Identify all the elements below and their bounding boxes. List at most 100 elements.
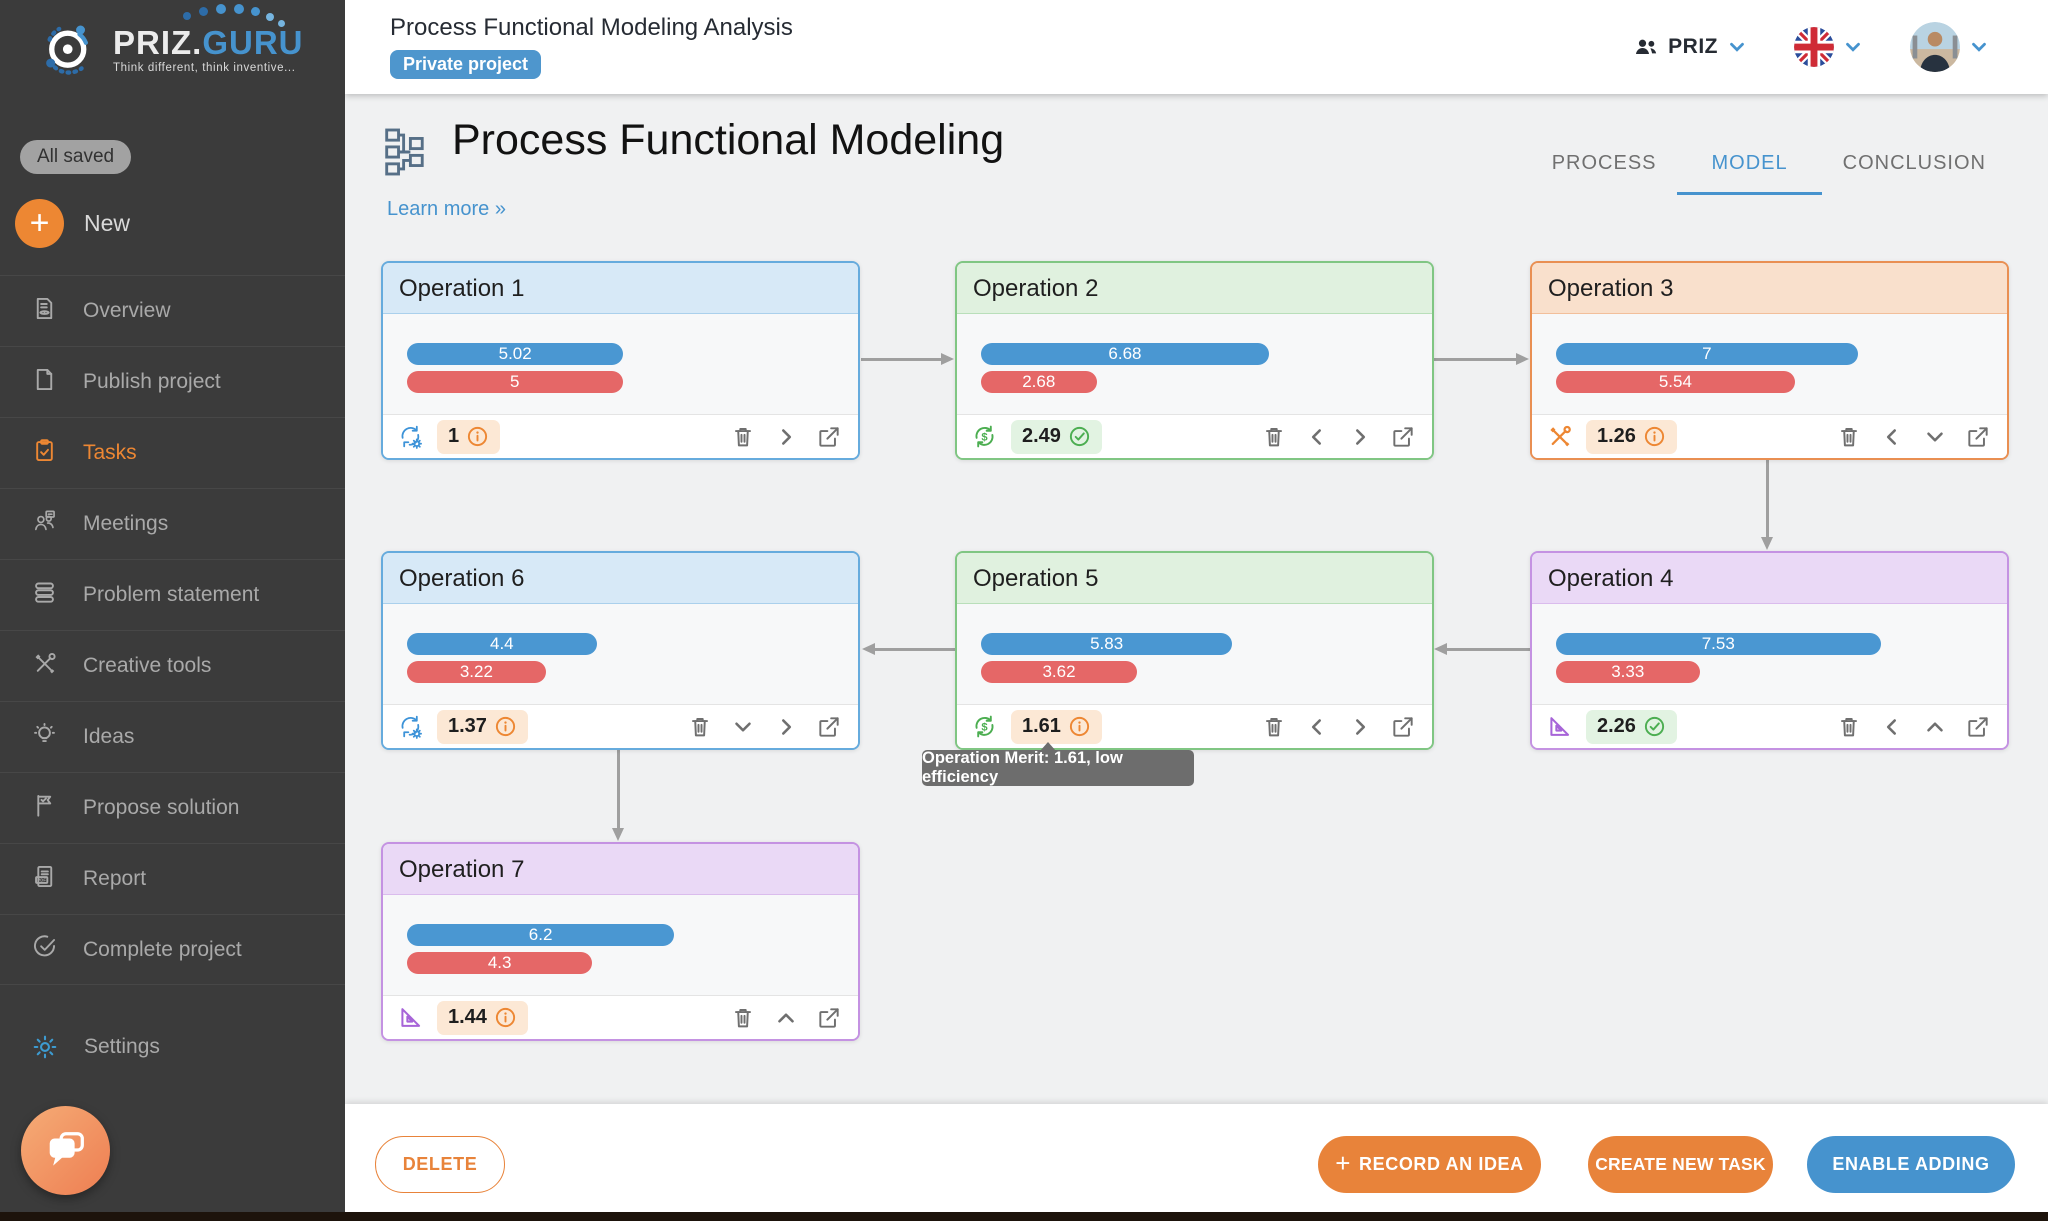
- sidebar-item-settings[interactable]: Settings: [0, 1012, 345, 1082]
- open-icon[interactable]: [1965, 714, 1991, 740]
- merit-tooltip: Operation Merit: 1.61, low efficiency: [922, 742, 1194, 786]
- sidebar-item-label: Propose solution: [83, 796, 240, 819]
- operation-title: Operation 2: [973, 274, 1099, 302]
- merit-badge[interactable]: 2.26: [1586, 709, 1677, 744]
- open-icon[interactable]: [1390, 424, 1416, 450]
- connector-op6-op7: [612, 748, 624, 841]
- sidebar-item-creative-tools[interactable]: Creative tools: [0, 630, 345, 701]
- create-task-button[interactable]: CREATE NEW TASK: [1588, 1136, 1773, 1193]
- chat-button[interactable]: [21, 1106, 110, 1195]
- chevron-down-icon[interactable]: [730, 714, 756, 740]
- chevron-right-icon[interactable]: [773, 424, 799, 450]
- operation-card-header: Operation 7: [383, 844, 858, 895]
- function-value-label: 6.68: [1108, 344, 1142, 363]
- open-icon[interactable]: [1390, 714, 1416, 740]
- sidebar-item-problem-statement[interactable]: Problem statement: [0, 559, 345, 630]
- operation-card-5[interactable]: Operation 5 5.83 3.62 $ 1.61: [955, 551, 1434, 750]
- chevron-left-icon[interactable]: [1304, 424, 1330, 450]
- tab-conclusion[interactable]: CONCLUSION: [1842, 152, 1986, 174]
- merit-badge[interactable]: 2.49: [1011, 419, 1102, 454]
- chevron-right-icon[interactable]: [1347, 424, 1373, 450]
- tab-process[interactable]: PROCESS: [1551, 152, 1657, 174]
- sidebar-item-meetings[interactable]: Meetings: [0, 488, 345, 559]
- sidebar-item-tasks[interactable]: Tasks: [0, 417, 345, 488]
- operation-card-3[interactable]: Operation 3 7 5.54 1.26: [1530, 261, 2009, 460]
- providing-operation-icon: [397, 423, 424, 450]
- merit-badge[interactable]: 1.26: [1586, 419, 1677, 454]
- cost-value-bar: 3.22: [407, 661, 546, 683]
- merit-badge[interactable]: 1.37: [437, 709, 528, 744]
- operation-card-7[interactable]: Operation 7 6.2 4.3 1.44: [381, 842, 860, 1041]
- user-menu[interactable]: [1910, 22, 1990, 72]
- function-value-bar: 4.4: [407, 633, 597, 655]
- learn-more-link[interactable]: Learn more »: [387, 198, 506, 220]
- open-icon[interactable]: [816, 714, 842, 740]
- chevron-up-icon[interactable]: [773, 1005, 799, 1031]
- delete-icon[interactable]: [730, 424, 756, 450]
- operation-card-6[interactable]: Operation 6 4.4 3.22 1.37: [381, 551, 860, 750]
- tab-model[interactable]: MODEL: [1677, 152, 1823, 195]
- record-idea-button[interactable]: + RECORD AN IDEA: [1318, 1136, 1541, 1193]
- open-icon[interactable]: [816, 424, 842, 450]
- new-button[interactable]: + New: [15, 199, 130, 248]
- merit-value: 1: [448, 425, 460, 447]
- chevron-right-icon[interactable]: [1347, 714, 1373, 740]
- enable-adding-button[interactable]: ENABLE ADDING: [1807, 1136, 2015, 1193]
- operation-card-2[interactable]: Operation 2 6.68 2.68 $ 2.49: [955, 261, 1434, 460]
- info-icon: [466, 425, 489, 448]
- operation-card-header: Operation 2: [957, 263, 1432, 314]
- info-icon: [1068, 715, 1091, 738]
- productive-operation-icon: $: [971, 713, 998, 740]
- delete-icon[interactable]: [687, 714, 713, 740]
- window-bottom-edge: [0, 1212, 2048, 1221]
- brand-logo[interactable]: PRIZ.GURU Think different, think inventi…: [0, 0, 345, 82]
- sidebar-item-complete-project[interactable]: Complete project: [0, 914, 345, 985]
- chevron-right-icon[interactable]: [773, 714, 799, 740]
- operation-card-4[interactable]: Operation 4 7.53 3.33 2.26: [1530, 551, 2009, 750]
- meetings-icon: [31, 508, 58, 541]
- delete-icon[interactable]: [730, 1005, 756, 1031]
- cost-value-bar: 5.54: [1556, 371, 1795, 393]
- delete-button[interactable]: DELETE: [375, 1136, 505, 1193]
- sidebar-item-overview[interactable]: Overview: [0, 275, 345, 346]
- cost-value-label: 3.62: [1042, 662, 1076, 681]
- cost-value-bar: 5: [407, 371, 623, 393]
- merit-badge[interactable]: 1.44: [437, 1000, 528, 1035]
- delete-icon[interactable]: [1836, 714, 1862, 740]
- metrology-operation-icon: [397, 1004, 424, 1031]
- chevron-left-icon[interactable]: [1879, 714, 1905, 740]
- chevron-up-icon[interactable]: [1922, 714, 1948, 740]
- complete-project-icon: [31, 933, 58, 966]
- chevron-down-icon[interactable]: [1922, 424, 1948, 450]
- project-title: Process Functional Modeling Analysis: [390, 14, 793, 41]
- chevron-left-icon[interactable]: [1304, 714, 1330, 740]
- open-icon[interactable]: [1965, 424, 1991, 450]
- merit-badge[interactable]: 1: [437, 419, 501, 454]
- delete-icon[interactable]: [1261, 424, 1287, 450]
- function-value-label: 5.02: [498, 344, 532, 363]
- chevron-left-icon[interactable]: [1879, 424, 1905, 450]
- function-value-bar: 7.53: [1556, 633, 1881, 655]
- merit-badge[interactable]: 1.61: [1011, 709, 1102, 744]
- plus-icon[interactable]: +: [15, 199, 64, 248]
- team-menu[interactable]: PRIZ: [1632, 33, 1748, 61]
- sidebar-item-publish-project[interactable]: Publish project: [0, 346, 345, 417]
- delete-icon[interactable]: [1836, 424, 1862, 450]
- sidebar-item-ideas[interactable]: Ideas: [0, 701, 345, 772]
- publish-icon: [31, 366, 58, 399]
- operation-title: Operation 4: [1548, 564, 1674, 592]
- sidebar-item-label: Creative tools: [83, 654, 212, 677]
- delete-icon[interactable]: [1261, 714, 1287, 740]
- settings-label: Settings: [84, 1035, 160, 1058]
- merit-value: 1.44: [448, 1006, 487, 1028]
- language-menu[interactable]: [1794, 27, 1864, 67]
- function-value-bar: 6.68: [981, 343, 1269, 365]
- operation-card-1[interactable]: Operation 1 5.02 5 1: [381, 261, 860, 460]
- sidebar-item-label: Overview: [83, 299, 171, 322]
- topbar: Process Functional Modeling Analysis Pri…: [345, 0, 2048, 94]
- team-name: PRIZ: [1668, 35, 1718, 58]
- function-value-label: 7: [1702, 344, 1712, 363]
- open-icon[interactable]: [816, 1005, 842, 1031]
- sidebar-item-propose-solution[interactable]: Propose solution: [0, 772, 345, 843]
